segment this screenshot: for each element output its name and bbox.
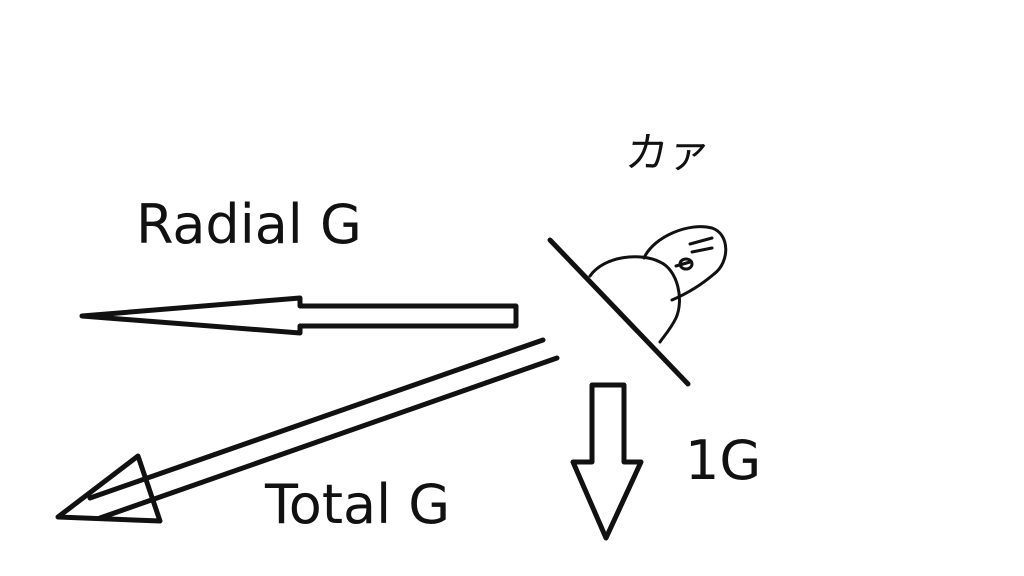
radial-g-arrow <box>79 295 519 336</box>
total-g-label: Total G <box>265 473 451 536</box>
sound-effect-label: カァ <box>622 128 714 177</box>
gravity-1g-arrow <box>570 382 644 541</box>
tilted-floor-line <box>547 237 691 387</box>
total-g-arrow <box>55 337 560 524</box>
radial-g-label: Radial G <box>136 193 362 256</box>
character-sketch <box>588 225 728 344</box>
gravity-1g-label: 1G <box>685 429 762 492</box>
